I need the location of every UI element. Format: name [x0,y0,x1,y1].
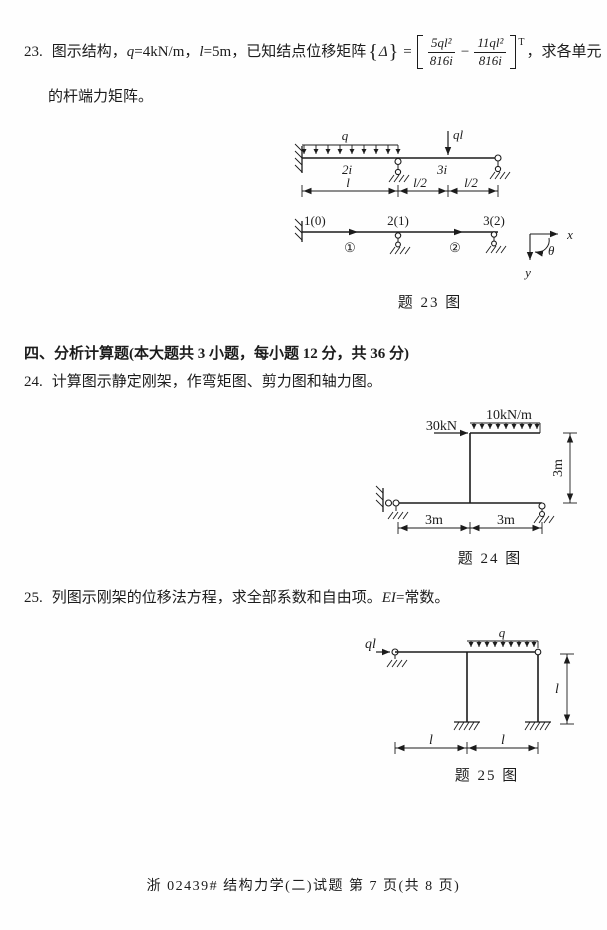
element2-label: ② [449,240,461,255]
fixed-support-right [524,721,551,731]
height-dimension [560,653,574,725]
dim-label-l: l [346,175,350,190]
distributed-load-q [301,144,401,154]
q25-number: 25. [24,590,43,606]
transpose-symbol: T [518,36,525,48]
udl-q-label: q [499,626,506,640]
q24-number: 24. [24,374,43,390]
axis-theta-label: θ [548,243,555,258]
q23-var-l: l [199,43,204,60]
q25-ei: EI [381,590,396,606]
distributed-load-q [467,640,539,648]
q23-intro1: 图示结构， [51,43,127,60]
q23-number: 23. [24,43,43,60]
fig23-caption: 题 23 图 [397,295,463,311]
matrix-bracket-right [510,34,517,70]
fixed-support-middle [453,721,480,731]
member1-direction-arrow [349,228,358,236]
axis-x-label: x [566,227,573,242]
q24-statement: 24. 计算图示静定刚架，作弯矩图、剪力图和轴力图。 [24,372,382,392]
q23-eq-l: =5m， [203,43,247,60]
point-load-label: ql [453,127,464,142]
frame-members [398,432,542,504]
fig25-caption: 题 25 图 [454,768,520,784]
bottom-dimensions [394,742,539,754]
brace-open: { [368,40,378,63]
roller-support-node2 [389,232,411,255]
height-dim-label: 3m [551,459,566,477]
fig24-frame-diagram: 30kN 10kN/m [375,408,577,534]
hinge-top-right [534,648,542,656]
fig23-beam-diagram: q 2i ql 3i [294,127,511,197]
roller-support-node3 [485,231,507,254]
q23-tail: ，求各单元 [526,43,602,60]
fig23-model-diagram: 1(0) 2(1) 3(2) ① ② x y [294,213,573,280]
span-left-dim-label: l [429,733,433,748]
section4-heading: 四、分析计算题(本大题共 3 小题，每小题 12 分，共 36 分) [24,346,409,362]
span-left-dim-label: 3m [425,513,443,528]
span-right-dim-label: l [501,733,505,748]
q24-text: 计算图示静定刚架，作弯矩图、剪力图和轴力图。 [51,374,382,390]
q23-statement-line1: 23. 图示结构， q =4kN/m， l =5m， 已知结点位移矩阵 { Δ … [24,26,602,78]
axis-y-label: y [523,265,531,280]
member2-direction-arrow [454,228,463,236]
q23-statement-line2: 的杆端力矩阵。 [48,89,154,105]
delta-symbol: Δ [378,43,388,60]
fig25-frame-diagram: ql q [365,626,574,754]
height-dimension [563,432,577,504]
roller-support-middle [388,157,410,183]
node3-label: 3(2) [483,213,505,228]
fixed-wall-left [294,143,303,173]
frame-members [395,651,539,722]
element1-label: ① [344,240,356,255]
q25-statement: 25. 列图示刚架的位移法方程，求全部系数和自由项。EI=常数。 [24,588,449,608]
q23-displacement-matrix: { Δ } = 5ql² 816i − 11ql² 816i T [368,34,525,70]
udl-10kNm-label: 10kN/m [486,408,532,423]
matrix-entry-1: 5ql² 816i [428,34,455,68]
q25-text: 列图示刚架的位移法方程，求全部系数和自由项。 [51,590,382,606]
q25-tail: =常数。 [395,590,450,606]
right-roller-support [533,502,555,524]
minus-sign: − [460,43,470,60]
udl-label-q: q [342,128,349,143]
span-right-dim-label: 3m [497,513,515,528]
distributed-load-10kNm [470,422,541,433]
node2-label: 2(1) [387,213,409,228]
roller-support-right [489,154,511,180]
height-dim-label: l [555,682,559,697]
stiffness-label-2i: 2i [342,162,353,177]
q23-eq-q: =4kN/m， [134,43,200,60]
fixed-wall-left [294,218,303,242]
matrix-bracket-left [416,34,423,70]
q23-var-q: q [126,43,135,60]
force-ql-label: ql [365,637,376,652]
coordinate-system [526,230,558,260]
force-30kN-label: 30kN [426,419,457,434]
matrix-entry-2: 11ql² 816i [474,35,507,70]
bottom-dimensions [397,522,543,534]
brace-close: } [388,40,399,63]
fig24-caption: 题 24 图 [457,551,523,567]
stiffness-label-3i: 3i [436,162,448,177]
q23-intro2: 已知结点位移矩阵 [246,43,367,60]
left-support [375,485,409,520]
dimension-line-spans [301,185,499,197]
dim-label-l2-a: l/2 [413,175,427,190]
equals-sign: = [403,43,412,60]
dim-label-l2-b: l/2 [464,175,478,190]
q25-text-wrap: 列图示刚架的位移法方程，求全部系数和自由项。EI=常数。 [52,588,450,608]
page-footer: 浙 02439# 结构力学(二)试题 第 7 页(共 8 页) [146,879,461,894]
node1-label: 1(0) [304,213,326,228]
